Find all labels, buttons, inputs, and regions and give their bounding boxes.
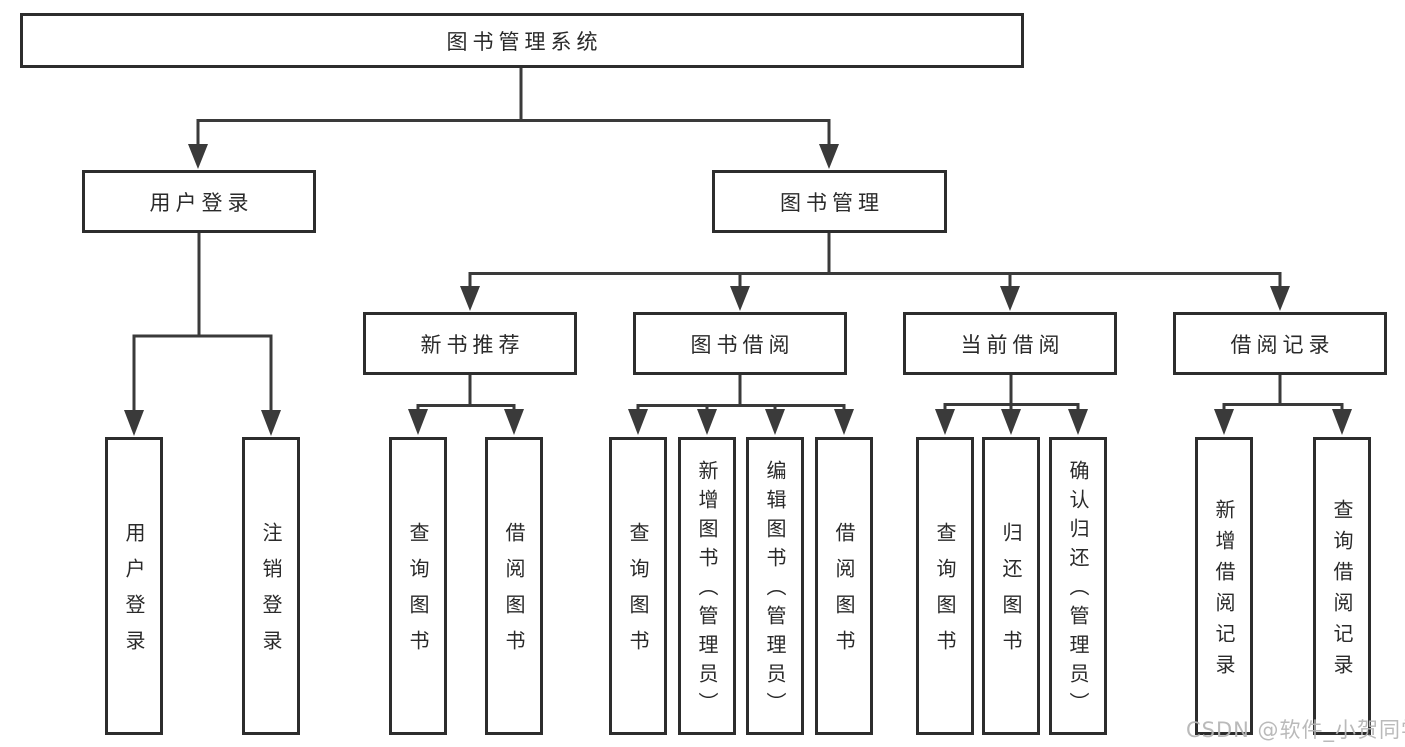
arrowhead-edit-book [765, 409, 785, 435]
connector-new-book-bracket [416, 404, 516, 412]
leaf-edit-book-admin-label: 编辑图书（管理员） [763, 460, 787, 721]
leaf-user-login: 用户登录 [105, 437, 163, 735]
arrowhead-book-management [819, 144, 839, 169]
node-new-book-recommendation: 新书推荐 [363, 312, 577, 375]
arrowhead-borrow-books-1 [504, 409, 524, 435]
leaf-confirm-return-admin: 确认归还（管理员） [1049, 437, 1107, 735]
connector-current-borrow-bracket [943, 403, 1080, 412]
leaf-query-books-2-label: 查询图书 [626, 522, 650, 666]
node-book-management: 图书管理 [712, 170, 947, 233]
leaf-query-books-3-label: 查询图书 [933, 522, 957, 666]
arrowhead-add-book [697, 409, 717, 435]
leaf-query-books-2: 查询图书 [609, 437, 667, 735]
leaf-borrow-books-2: 借阅图书 [815, 437, 873, 735]
arrowhead-book-borrow [730, 286, 750, 311]
leaf-borrow-books-1-label: 借阅图书 [502, 522, 526, 666]
arrowhead-leaf-user-login [124, 410, 144, 436]
arrowhead-query-books-3 [935, 409, 955, 435]
leaf-query-books-1: 查询图书 [389, 437, 447, 735]
leaf-add-borrow-record: 新增借阅记录 [1195, 437, 1253, 735]
leaf-logout: 注销登录 [242, 437, 300, 735]
leaf-borrow-books-2-label: 借阅图书 [832, 522, 856, 666]
leaf-user-login-label: 用户登录 [122, 522, 146, 666]
arrowhead-add-borrow-record [1214, 409, 1234, 435]
node-borrowing-records: 借阅记录 [1173, 312, 1387, 375]
leaf-add-book-admin-label: 新增图书（管理员） [695, 460, 719, 721]
leaf-query-books-3: 查询图书 [916, 437, 974, 735]
arrowhead-return-books [1001, 409, 1021, 435]
node-book-borrowing: 图书借阅 [633, 312, 847, 375]
node-current-borrowing: 当前借阅 [903, 312, 1117, 375]
leaf-query-borrow-record-label: 查询借阅记录 [1330, 498, 1354, 685]
leaf-add-borrow-record-label: 新增借阅记录 [1212, 498, 1236, 685]
leaf-add-book-admin: 新增图书（管理员） [678, 437, 736, 735]
arrowhead-query-books-1 [408, 409, 428, 435]
arrowhead-confirm-return [1068, 409, 1088, 435]
connector-user-login-bracket [132, 334, 273, 412]
leaf-borrow-books-1: 借阅图书 [485, 437, 543, 735]
leaf-confirm-return-admin-label: 确认归还（管理员） [1066, 460, 1090, 721]
node-library-management-system: 图书管理系统 [20, 13, 1024, 68]
watermark-text: CSDN @软件_小贺同学 [1186, 718, 1405, 742]
arrowhead-leaf-logout [261, 410, 281, 436]
arrowhead-borrow-records [1270, 286, 1290, 311]
leaf-return-books-label: 归还图书 [999, 522, 1023, 666]
arrowhead-user-login [188, 144, 208, 169]
node-user-login: 用户登录 [82, 170, 316, 233]
leaf-edit-book-admin: 编辑图书（管理员） [746, 437, 804, 735]
arrowhead-query-books-2 [628, 409, 648, 435]
arrowhead-new-book [460, 286, 480, 311]
connector-borrow-records-bracket [1222, 403, 1344, 412]
leaf-logout-label: 注销登录 [259, 522, 283, 666]
leaf-query-borrow-record: 查询借阅记录 [1313, 437, 1371, 735]
leaf-query-books-1-label: 查询图书 [406, 522, 430, 666]
leaf-return-books: 归还图书 [982, 437, 1040, 735]
connector-book-borrow-bracket [636, 404, 846, 412]
arrowhead-current-borrow [1000, 286, 1020, 311]
arrowhead-query-borrow-record [1332, 409, 1352, 435]
arrowhead-borrow-books-2 [834, 409, 854, 435]
